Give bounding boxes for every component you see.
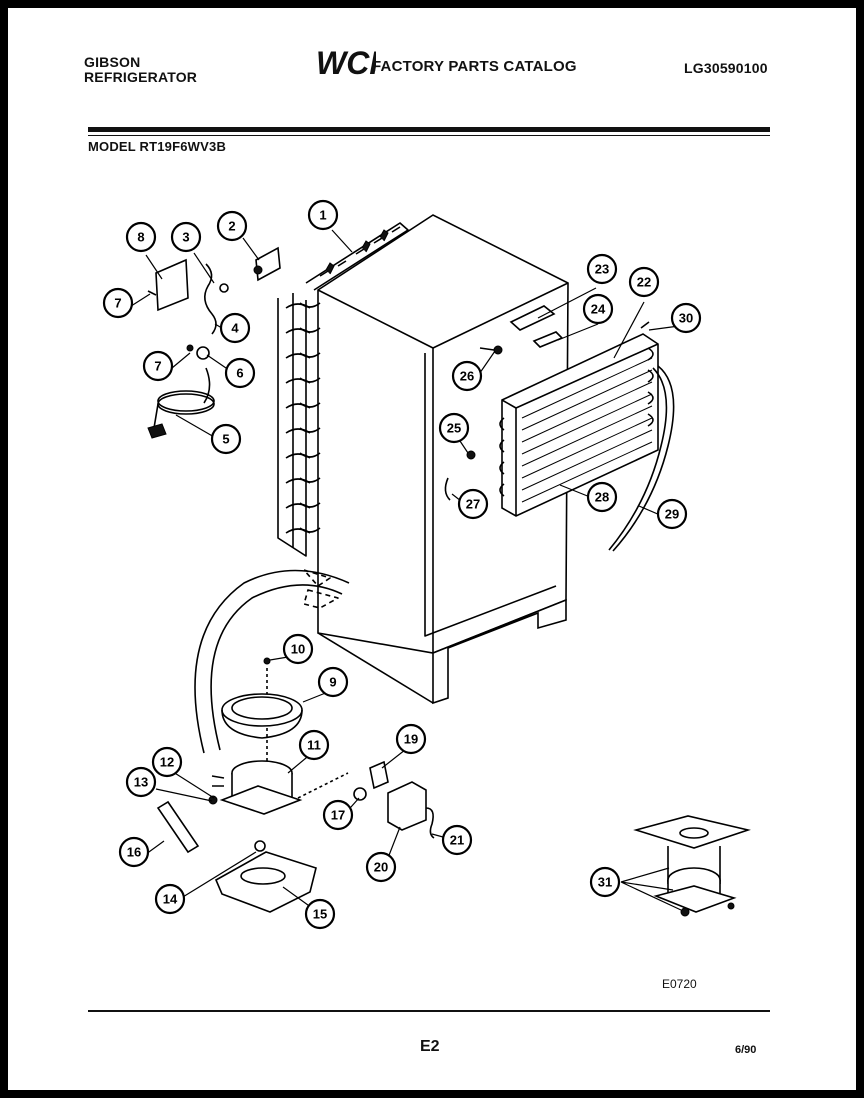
evaporator bbox=[499, 333, 659, 517]
assembly-arrow bbox=[194, 569, 350, 754]
svg-text:26: 26 bbox=[460, 369, 474, 384]
callout-26: 26 bbox=[451, 360, 483, 392]
svg-text:19: 19 bbox=[404, 732, 418, 747]
callout-8: 8 bbox=[125, 221, 157, 253]
svg-text:15: 15 bbox=[313, 907, 327, 922]
svg-text:31: 31 bbox=[598, 875, 612, 890]
callout-17: 17 bbox=[322, 799, 354, 831]
catalog-code: LG30590100 bbox=[684, 60, 768, 76]
svg-text:3: 3 bbox=[182, 230, 189, 245]
revision-date: 6/90 bbox=[735, 1044, 757, 1056]
svg-text:7: 7 bbox=[114, 296, 121, 311]
svg-text:17: 17 bbox=[331, 808, 345, 823]
callout-30: 30 bbox=[670, 302, 702, 334]
header-rule bbox=[88, 127, 770, 132]
callout-1: 1 bbox=[307, 199, 339, 231]
catalog-page: GIBSON REFRIGERATOR WCI FACTORY PARTS CA… bbox=[8, 8, 856, 1090]
callout-15: 15 bbox=[304, 898, 336, 930]
svg-text:12: 12 bbox=[160, 755, 174, 770]
footer-rule bbox=[88, 1010, 770, 1012]
svg-text:9: 9 bbox=[329, 675, 336, 690]
svg-text:20: 20 bbox=[374, 860, 388, 875]
callout-3: 3 bbox=[170, 221, 202, 253]
svg-text:25: 25 bbox=[447, 421, 461, 436]
callout-5: 5 bbox=[210, 423, 242, 455]
svg-text:30: 30 bbox=[679, 311, 693, 326]
callout-7a: 7 bbox=[102, 287, 134, 319]
callout-28: 28 bbox=[586, 481, 618, 513]
svg-text:5: 5 bbox=[222, 432, 229, 447]
callout-24: 24 bbox=[582, 293, 614, 325]
svg-text:2: 2 bbox=[228, 219, 235, 234]
callout-14: 14 bbox=[154, 883, 186, 915]
callout-31: 31 bbox=[589, 866, 621, 898]
svg-text:11: 11 bbox=[307, 738, 321, 753]
callout-19: 19 bbox=[395, 723, 427, 755]
callout-13: 13 bbox=[125, 766, 157, 798]
callout-21: 21 bbox=[441, 824, 473, 856]
svg-text:28: 28 bbox=[595, 490, 609, 505]
callout-12: 12 bbox=[151, 746, 183, 778]
wci-logo: WCI bbox=[316, 46, 376, 80]
svg-text:1: 1 bbox=[319, 208, 326, 223]
control-assembly-parts bbox=[147, 246, 281, 439]
callout-23: 23 bbox=[586, 253, 618, 285]
condenser-coil bbox=[277, 222, 409, 557]
catalog-title: FACTORY PARTS CATALOG bbox=[372, 58, 577, 75]
svg-text:10: 10 bbox=[291, 642, 305, 657]
callout-2: 2 bbox=[216, 210, 248, 242]
header-rule-thin bbox=[88, 135, 770, 136]
svg-text:16: 16 bbox=[127, 845, 141, 860]
svg-text:22: 22 bbox=[637, 275, 651, 290]
svg-text:27: 27 bbox=[466, 497, 480, 512]
svg-text:13: 13 bbox=[134, 775, 148, 790]
illustration-code: E0720 bbox=[662, 977, 697, 991]
small-evaporator-parts bbox=[444, 305, 650, 501]
callout-10: 10 bbox=[282, 633, 314, 665]
model-number: MODEL RT19F6WV3B bbox=[88, 139, 227, 154]
product-type: REFRIGERATOR bbox=[84, 69, 198, 85]
compressor-group bbox=[156, 657, 435, 913]
svg-text:24: 24 bbox=[591, 302, 606, 317]
svg-text:7: 7 bbox=[154, 359, 161, 374]
logo-text: WCI bbox=[316, 46, 376, 80]
callout-16: 16 bbox=[118, 836, 150, 868]
callout-29: 29 bbox=[656, 498, 688, 530]
brand-block: GIBSON REFRIGERATOR bbox=[84, 55, 197, 85]
callout-6: 6 bbox=[224, 357, 256, 389]
callout-22: 22 bbox=[628, 266, 660, 298]
svg-text:21: 21 bbox=[450, 833, 464, 848]
page-number: E2 bbox=[420, 1038, 440, 1055]
callout-4: 4 bbox=[219, 312, 251, 344]
callout-7b: 7 bbox=[142, 350, 174, 382]
svg-text:29: 29 bbox=[665, 507, 679, 522]
svg-text:8: 8 bbox=[137, 230, 144, 245]
svg-text:23: 23 bbox=[595, 262, 609, 277]
callout-9: 9 bbox=[317, 666, 349, 698]
svg-text:4: 4 bbox=[231, 321, 239, 336]
brand-name: GIBSON bbox=[84, 54, 141, 70]
callout-20: 20 bbox=[365, 851, 397, 883]
svg-text:6: 6 bbox=[236, 366, 243, 381]
callout-27: 27 bbox=[457, 488, 489, 520]
callout-25: 25 bbox=[438, 412, 470, 444]
callout-11: 11 bbox=[298, 729, 330, 761]
svg-text:14: 14 bbox=[163, 892, 178, 907]
compressor-inset bbox=[633, 815, 751, 917]
exploded-parts-diagram: 1 2 3 4 5 6 7 7 8 9 10 11 12 13 14 15 16… bbox=[102, 199, 751, 930]
defrost-heater-cord bbox=[612, 365, 675, 552]
